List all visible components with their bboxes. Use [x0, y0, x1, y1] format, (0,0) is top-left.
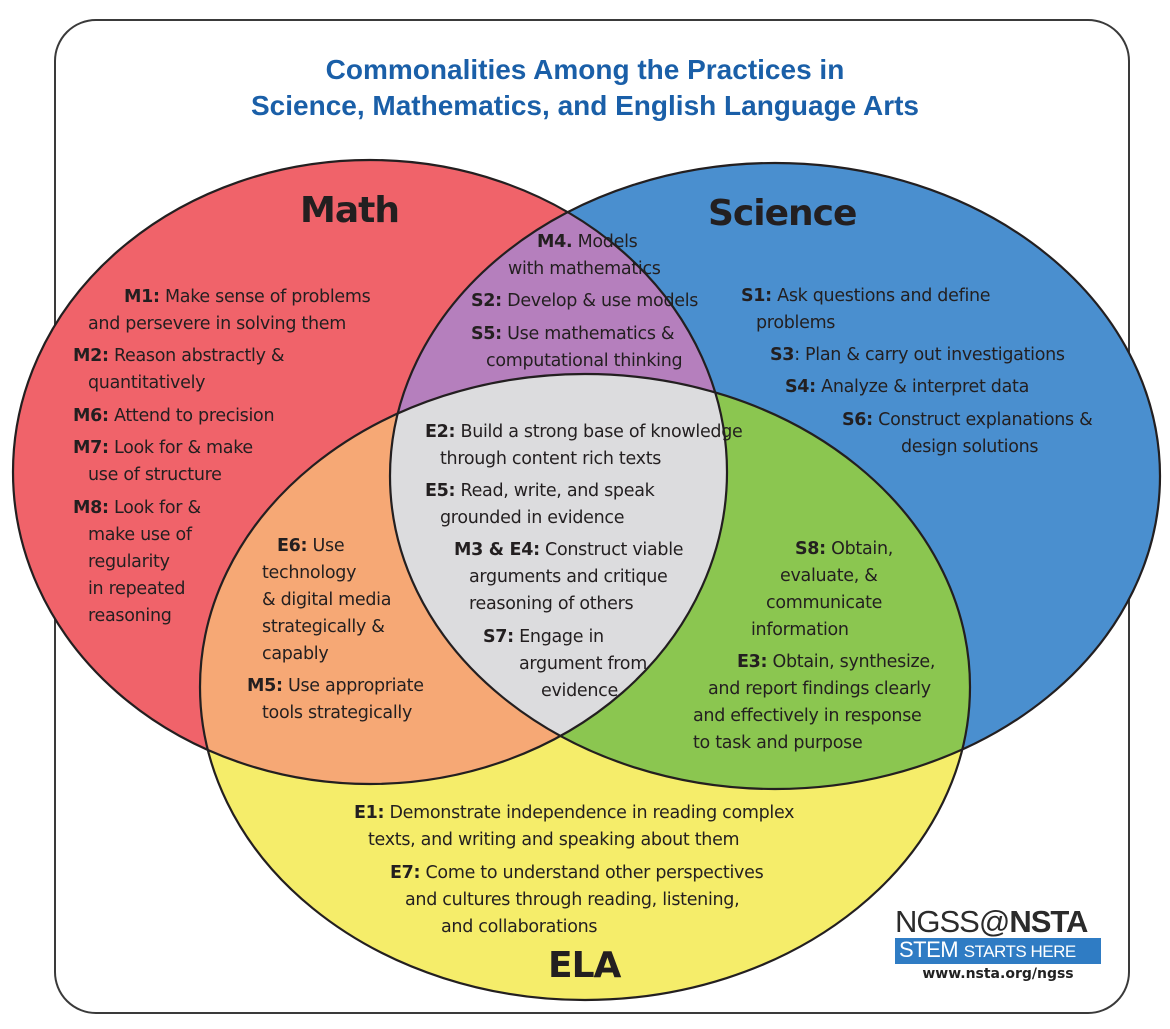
practice-m2: M2: Reason abstractly & — [73, 346, 285, 366]
practice-e3-cont-3: to task and purpose — [693, 733, 863, 753]
practice-e7: E7: Come to understand other perspective… — [390, 863, 764, 883]
practice-e3-cont-1: and report findings clearly — [708, 679, 931, 699]
practice-e1-cont: texts, and writing and speaking about th… — [368, 830, 740, 850]
practice-s6: S6: Construct explanations & — [842, 410, 1093, 430]
practice-s7-cont-2: evidence — [541, 681, 618, 701]
logo-url[interactable]: www.nsta.org/ngss — [922, 966, 1074, 982]
practice-m3-e4: M3 & E4: Construct viable — [454, 540, 684, 560]
practice-s5: S5: Use mathematics & — [471, 324, 675, 344]
practice-s7-cont-1: argument from — [519, 654, 647, 674]
practice-s1: S1: Ask questions and define — [741, 286, 991, 306]
title-line-1: Commonalities Among the Practices in — [325, 54, 845, 85]
practice-e3-cont-2: and effectively in response — [693, 706, 922, 726]
practice-e3: E3: Obtain, synthesize, — [737, 652, 936, 672]
practice-m8-cont-1: make use of — [88, 525, 192, 545]
practice-e6-cont-1: technology — [262, 563, 357, 583]
practice-s7: S7: Engage in — [483, 627, 604, 647]
practice-m3-e4-cont-2: reasoning of others — [469, 594, 634, 614]
practice-s4: S4: Analyze & interpret data — [785, 377, 1029, 397]
practice-m8: M8: Look for & — [73, 498, 201, 518]
practice-e7-cont-1: and cultures through reading, listening, — [405, 890, 740, 910]
practice-m6: M6: Attend to precision — [73, 406, 275, 426]
practice-m5-cont: tools strategically — [262, 703, 413, 723]
practice-e5-cont: grounded in evidence — [440, 508, 625, 528]
practice-m8-cont-3: in repeated — [88, 579, 186, 599]
logo-wordmark: NGSS@NSTA — [895, 904, 1088, 939]
practice-m1-cont: and persevere in solving them — [88, 314, 346, 334]
practice-s3: S3: Plan & carry out investigations — [770, 345, 1065, 365]
practice-e2-cont: through content rich texts — [440, 449, 662, 469]
practice-s5-cont: computational thinking — [486, 351, 683, 371]
practice-s8-cont-3: information — [751, 620, 849, 640]
practice-s8: S8: Obtain, — [795, 539, 894, 559]
practice-m5: M5: Use appropriate — [247, 676, 424, 696]
practice-e1: E1: Demonstrate independence in reading … — [354, 803, 795, 823]
practice-m7: M7: Look for & make — [73, 438, 253, 458]
practice-s6-cont: design solutions — [901, 437, 1039, 457]
practice-s8-cont-1: evaluate, & — [780, 566, 878, 586]
practice-m4: M4. Models — [537, 232, 638, 252]
practice-e6-cont-2: & digital media — [262, 590, 392, 610]
practice-s1-cont: problems — [756, 313, 836, 333]
math-label: Math — [300, 190, 400, 231]
practice-e2: E2: Build a strong base of knowledge — [425, 422, 743, 442]
practice-e5: E5: Read, write, and speak — [425, 481, 655, 501]
title-line-2: Science, Mathematics, and English Langua… — [250, 90, 920, 121]
practice-e7-cont-2: and collaborations — [441, 917, 598, 937]
practice-s8-cont-2: communicate — [766, 593, 883, 613]
ela-label: ELA — [548, 945, 621, 986]
practice-m7-cont: use of structure — [88, 465, 222, 485]
practice-m8-cont-4: reasoning — [88, 606, 172, 626]
science-label: Science — [708, 193, 857, 234]
logo-tagline-band: STEM STARTS HERE — [895, 938, 1101, 964]
practice-m3-e4-cont-1: arguments and critique — [469, 567, 668, 587]
practice-e6-cont-3: strategically & — [262, 617, 385, 637]
practice-m8-cont-2: regularity — [88, 552, 170, 572]
practice-s2: S2: Develop & use models — [471, 291, 699, 311]
practice-e6: E6: Use — [277, 536, 345, 556]
practice-m1: M1: Make sense of problems — [124, 287, 371, 307]
ngss-nsta-logo: NGSS@NSTA STEM STARTS HERE www.nsta.org/… — [895, 906, 1101, 982]
practice-m2-cont: quantitatively — [88, 373, 206, 393]
practice-m4-cont: with mathematics — [508, 259, 661, 279]
practice-e6-cont-4: capably — [262, 644, 329, 664]
